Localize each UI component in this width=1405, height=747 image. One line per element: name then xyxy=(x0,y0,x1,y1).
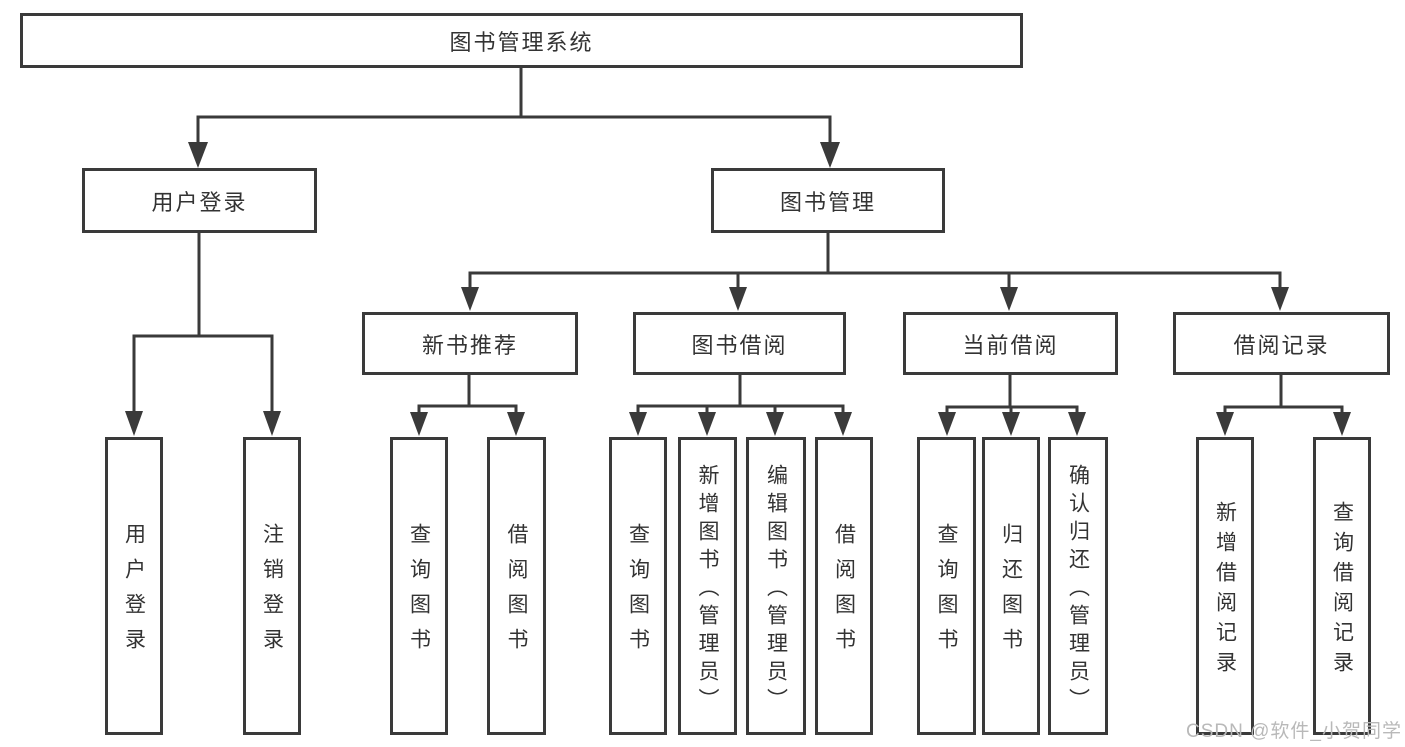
connector-new-book-recommendation xyxy=(410,375,525,436)
leaf-borrow-search-books: 查询图书 xyxy=(609,437,667,735)
leaf-records-search-borrow-record: 查询借阅记录 xyxy=(1313,437,1371,735)
arrow-down-icon xyxy=(834,412,852,436)
leaf-current-confirm-return-admin: 确认归还（管理员） xyxy=(1048,437,1108,735)
arrow-down-icon xyxy=(461,287,479,311)
leaf-logout: 注销登录 xyxy=(243,437,301,735)
arrow-down-icon xyxy=(1216,412,1234,436)
arrow-down-icon xyxy=(766,412,784,436)
node-label: 查询图书 xyxy=(407,523,431,663)
node-label: 新增借阅记录 xyxy=(1213,500,1237,681)
node-current-borrowing: 当前借阅 xyxy=(903,312,1118,375)
node-label: 用户登录 xyxy=(122,523,146,663)
arrow-down-icon xyxy=(507,412,525,436)
leaf-borrow-borrow-books: 借阅图书 xyxy=(815,437,873,735)
connector-current-borrowing xyxy=(938,375,1086,436)
arrow-down-icon xyxy=(1068,412,1086,436)
leaf-records-add-borrow-record: 新增借阅记录 xyxy=(1196,437,1254,735)
node-borrowing-records: 借阅记录 xyxy=(1173,312,1390,375)
node-label: 新增图书（管理员） xyxy=(696,463,719,716)
node-label: 借阅记录 xyxy=(1233,332,1330,358)
leaf-borrow-add-books-admin: 新增图书（管理员） xyxy=(678,437,737,735)
node-book-management: 图书管理 xyxy=(711,168,945,233)
leaf-current-search-books: 查询图书 xyxy=(917,437,976,735)
connector-root xyxy=(188,68,840,168)
leaf-newbooks-borrow-books: 借阅图书 xyxy=(487,437,546,735)
node-label: 查询图书 xyxy=(935,523,958,663)
arrow-down-icon xyxy=(820,142,840,168)
node-label: 借阅图书 xyxy=(832,523,856,663)
node-label: 当前借阅 xyxy=(962,332,1059,358)
connector-user-login xyxy=(125,233,281,436)
node-user-login: 用户登录 xyxy=(82,168,317,233)
arrow-down-icon xyxy=(1271,287,1289,311)
node-label: 用户登录 xyxy=(151,189,248,215)
node-label: 图书管理 xyxy=(779,189,876,215)
node-label: 归还图书 xyxy=(999,523,1023,663)
node-label: 新书推荐 xyxy=(421,332,518,358)
arrow-down-icon xyxy=(188,142,208,168)
arrow-down-icon xyxy=(125,411,143,436)
leaf-current-return-books: 归还图书 xyxy=(982,437,1040,735)
node-book-borrowing: 图书借阅 xyxy=(633,312,846,375)
leaf-borrow-edit-books-admin: 编辑图书（管理员） xyxy=(746,437,806,735)
node-label: 编辑图书（管理员） xyxy=(764,463,788,716)
connector-book-management xyxy=(461,233,1289,311)
connector-borrowing-records xyxy=(1216,375,1351,436)
node-label: 图书管理系统 xyxy=(449,29,594,55)
arrow-down-icon xyxy=(629,412,647,436)
leaf-user-login: 用户登录 xyxy=(105,437,163,735)
node-label: 查询图书 xyxy=(626,523,650,663)
arrow-down-icon xyxy=(410,412,428,436)
arrow-down-icon xyxy=(698,412,716,436)
node-label: 图书借阅 xyxy=(691,332,788,358)
node-library-management-system: 图书管理系统 xyxy=(20,13,1023,68)
arrow-down-icon xyxy=(1333,412,1351,436)
arrow-down-icon xyxy=(938,412,956,436)
node-label: 查询借阅记录 xyxy=(1330,500,1354,681)
arrow-down-icon xyxy=(729,287,747,311)
connector-book-borrowing xyxy=(629,375,852,436)
arrow-down-icon xyxy=(1000,287,1018,311)
node-new-book-recommendation: 新书推荐 xyxy=(362,312,578,375)
node-label: 注销登录 xyxy=(260,523,284,663)
arrow-down-icon xyxy=(1002,412,1020,436)
node-label: 确认归还（管理员） xyxy=(1066,463,1090,716)
leaf-newbooks-search-books: 查询图书 xyxy=(390,437,448,735)
node-label: 借阅图书 xyxy=(505,523,528,663)
csdn-watermark: CSDN @软件_小贺同学 xyxy=(1186,721,1402,742)
arrow-down-icon xyxy=(263,411,281,436)
